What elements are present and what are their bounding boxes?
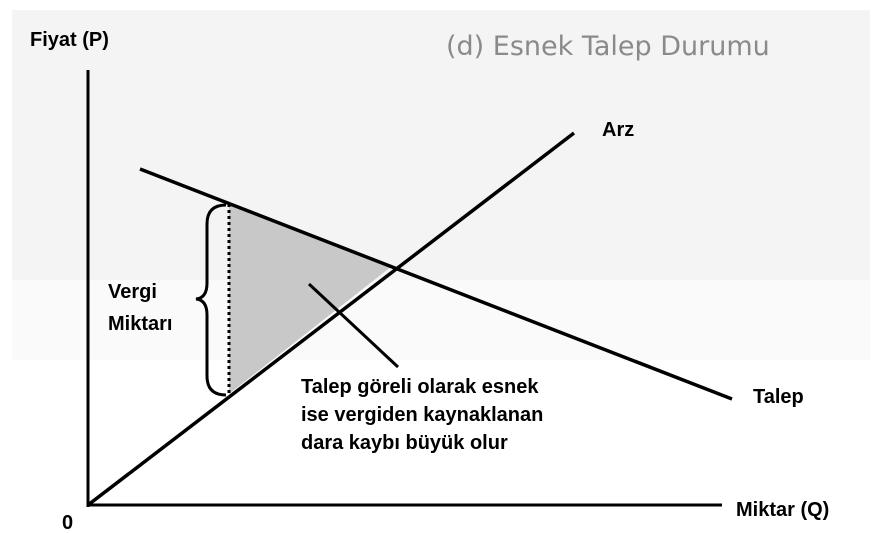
annotation-pointer [307, 282, 400, 369]
tax-amount-brace [195, 203, 227, 397]
y-axis-label: Fiyat (P) [30, 29, 109, 51]
origin-label: 0 [62, 512, 73, 533]
diagram-title: (d) Esnek Talep Durumu [446, 31, 770, 62]
demand-curve [139, 167, 733, 401]
brace-label-line1: Vergi [108, 281, 157, 303]
annotation-line3: dara kaybı büyük olur [301, 432, 508, 454]
annotation-line1: Talep göreli olarak esnek [301, 376, 539, 398]
supply-curve [86, 131, 576, 507]
deadweight-loss-area [229, 204, 392, 394]
background-smudge [12, 10, 870, 285]
x-axis-label: Miktar (Q) [736, 499, 829, 521]
demand-label: Talep [753, 386, 804, 408]
background-smudge [12, 280, 870, 360]
supply-label: Arz [602, 119, 634, 141]
brace-label-line2: Miktarı [108, 313, 172, 335]
annotation-line2: ise vergiden kaynaklanan [301, 404, 543, 426]
